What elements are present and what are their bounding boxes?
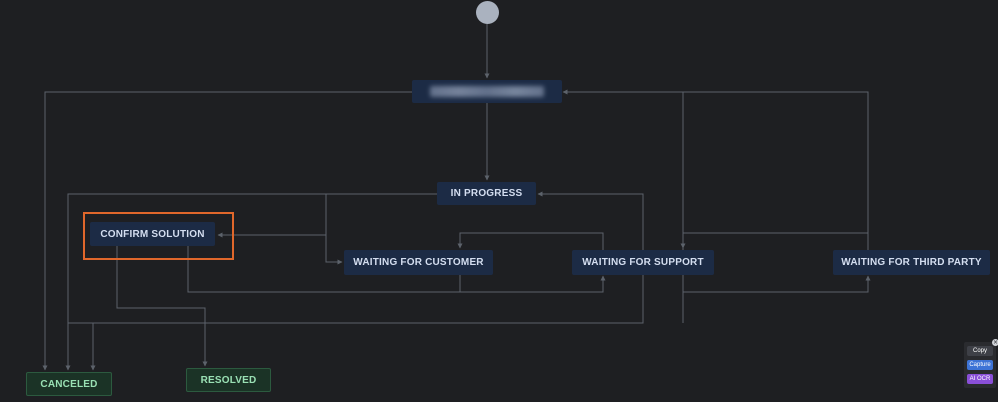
status-node-in-progress[interactable]: IN PROGRESS [437,182,536,205]
ai-ocr-button[interactable]: AI OCR [967,374,993,384]
copy-button[interactable]: Copy [967,346,993,356]
status-node-waiting-for-support[interactable]: WAITING FOR SUPPORT [572,250,714,275]
connector-customer-to-support [459,275,606,293]
connector-first-status-to-canceled [42,91,412,371]
status-node-waiting-for-third-party[interactable]: WAITING FOR THIRD PARTY [833,250,990,275]
connector-third-party-to-first-status [562,89,869,250]
status-label-confirm-solution: CONFIRM SOLUTION [100,228,205,240]
status-label-canceled: CANCELED [40,378,98,390]
connector-confirm-to-support [187,246,460,293]
connector-support-to-third-party [682,275,871,293]
status-label-waiting-for-support: WAITING FOR SUPPORT [582,257,704,268]
status-label-waiting-for-customer: WAITING FOR CUSTOMER [353,257,484,268]
status-node-confirm-solution[interactable]: CONFIRM SOLUTION [90,222,215,246]
connector-in-progress-to-canceled [65,193,326,371]
status-label-in-progress: IN PROGRESS [450,188,523,199]
status-label-resolved: RESOLVED [200,374,257,386]
redacted-label [430,86,544,97]
connector-support-to-customer [457,232,604,250]
connector-confirm-to-resolved [116,246,208,367]
start-node[interactable] [476,1,499,24]
status-node-canceled[interactable]: CANCELED [26,372,112,396]
connector-support-to-in-progress [537,191,644,250]
connector-third-party-to-support [680,232,869,250]
status-node-resolved[interactable]: RESOLVED [186,368,271,392]
capture-tool-widget: × Copy Capture AI OCR [964,339,998,388]
close-icon[interactable]: × [992,339,998,346]
status-node-redacted[interactable] [412,80,562,103]
connector-support-to-canceled [68,275,644,324]
status-node-waiting-for-customer[interactable]: WAITING FOR CUSTOMER [344,250,493,275]
status-label-waiting-for-third-party: WAITING FOR THIRD PARTY [841,257,982,268]
capture-button[interactable]: Capture [967,360,993,370]
connector-in-progress-to-customer [325,193,437,265]
